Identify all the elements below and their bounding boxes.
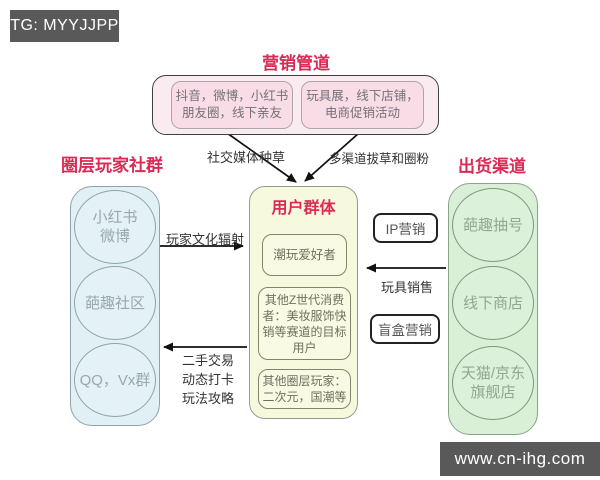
watermark-bottom: www.cn-ihg.com xyxy=(440,442,600,476)
community-title: 圈层玩家社群 xyxy=(61,156,163,175)
tactic-blindbox-marketing: 盲盒营销 xyxy=(370,314,440,344)
flow-label-culture: 玩家文化辐射 xyxy=(165,232,244,247)
tactic-ip-marketing: IP营销 xyxy=(373,213,438,243)
flow-label-toy-sales: 玩具销售 xyxy=(380,280,433,295)
distribution-channel-tmall-jd: 天猫/京东 旗舰店 xyxy=(452,346,534,420)
user-segment-other-circles: 其他圈层玩家：二次元，国潮等 xyxy=(258,369,351,409)
user-segment-genz: 其他Z世代消费者：美妆服饰快销等赛道的目标用户 xyxy=(258,287,351,360)
distribution-channel-offline-store: 线下商店 xyxy=(452,266,534,340)
distribution-channel-paqu-draw: 葩趣抽号 xyxy=(452,188,534,262)
community-group-paqu: 葩趣社区 xyxy=(74,266,156,340)
marketing-channel-retail: 玩具展，线下店铺， 电商促销活动 xyxy=(301,81,424,129)
user-segment-toy-fans: 潮玩爱好者 xyxy=(262,234,347,276)
flow-label-seeding: 社交媒体种草 xyxy=(206,150,285,165)
community-group-qq-wechat: QQ，Vx群 xyxy=(74,343,156,417)
marketing-channel-social: 抖音，微博，小红书 朋友圈，线下亲友 xyxy=(171,81,293,129)
distribution-title: 出货渠道 xyxy=(458,157,526,176)
community-group-xiaohongshu-weibo: 小红书 微博 xyxy=(74,190,156,264)
watermark-top: TG: MYYJJPP xyxy=(10,10,119,42)
marketing-title: 营销管道 xyxy=(262,54,330,73)
users-title: 用户群体 xyxy=(271,200,336,217)
flow-label-harvest: 多渠道拔草和圈粉 xyxy=(328,152,429,166)
flow-label-secondhand: 二手交易 动态打卡 玩法攻略 xyxy=(181,353,234,406)
